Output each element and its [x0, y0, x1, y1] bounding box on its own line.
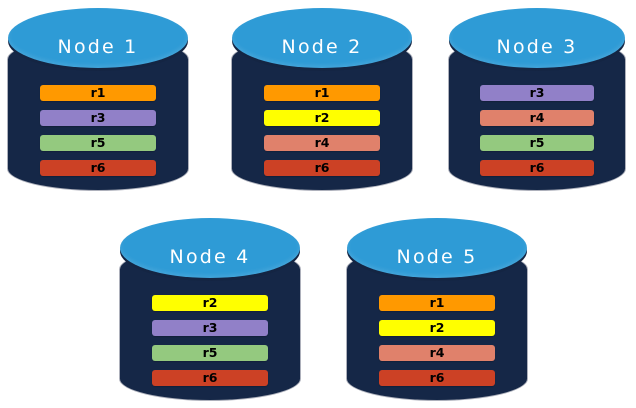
replica-label: r6 [529, 160, 545, 175]
replica-bar[interactable]: r3 [40, 110, 156, 126]
replica-bar[interactable]: r6 [152, 370, 268, 386]
replica-label: r2 [202, 295, 218, 310]
cylinder-top-ellipse [120, 218, 300, 278]
replica-label: r1 [90, 85, 106, 100]
replica-bar[interactable]: r3 [152, 320, 268, 336]
cylinder-top-ellipse [449, 8, 625, 68]
replica-label: r6 [90, 160, 106, 175]
replica-label: r3 [202, 320, 218, 335]
cylinder-top-ellipse [347, 218, 527, 278]
node-label: Node 4 [169, 246, 251, 268]
replica-bar[interactable]: r6 [379, 370, 495, 386]
replica-label: r1 [314, 85, 330, 100]
database-node-2[interactable]: Node 2 r1 r2 r4 r6 [232, 8, 412, 190]
replica-bar[interactable]: r6 [40, 160, 156, 176]
replica-stack: r3 r4 r5 r6 [480, 85, 594, 176]
replica-bar[interactable]: r5 [152, 345, 268, 361]
replica-bar[interactable]: r4 [379, 345, 495, 361]
replica-label: r6 [202, 370, 218, 385]
replica-stack: r2 r3 r5 r6 [152, 295, 268, 386]
replica-label: r5 [202, 345, 218, 360]
replica-bar[interactable]: r6 [480, 160, 594, 176]
replica-label: r4 [314, 135, 330, 150]
replica-bar[interactable]: r2 [379, 320, 495, 336]
node-label: Node 2 [281, 36, 363, 58]
replica-label: r2 [429, 320, 445, 335]
replica-bar[interactable]: r4 [264, 135, 380, 151]
replica-label: r2 [314, 110, 330, 125]
replica-label: r1 [429, 295, 445, 310]
replica-bar[interactable]: r2 [152, 295, 268, 311]
replica-stack: r1 r2 r4 r6 [264, 85, 380, 176]
database-node-1[interactable]: Node 1 r1 r3 r5 r6 [8, 8, 188, 190]
node-label: Node 5 [396, 246, 478, 268]
database-node-4[interactable]: Node 4 r2 r3 r5 r6 [120, 218, 300, 400]
cylinder-top-ellipse [8, 8, 188, 68]
replica-bar[interactable]: r1 [264, 85, 380, 101]
replica-bar[interactable]: r5 [480, 135, 594, 151]
cylinder-top-ellipse [232, 8, 412, 68]
replica-bar[interactable]: r1 [40, 85, 156, 101]
replica-label: r3 [529, 85, 545, 100]
replica-stack: r1 r2 r4 r6 [379, 295, 495, 386]
replica-label: r4 [429, 345, 445, 360]
replica-label: r6 [429, 370, 445, 385]
replica-label: r5 [90, 135, 106, 150]
replica-bar[interactable]: r4 [480, 110, 594, 126]
replica-bar[interactable]: r3 [480, 85, 594, 101]
replica-bar[interactable]: r6 [264, 160, 380, 176]
replica-label: r5 [529, 135, 545, 150]
replica-label: r6 [314, 160, 330, 175]
node-label: Node 3 [496, 36, 578, 58]
database-node-5[interactable]: Node 5 r1 r2 r4 r6 [347, 218, 527, 400]
node-label: Node 1 [57, 36, 139, 58]
database-node-3[interactable]: Node 3 r3 r4 r5 r6 [449, 8, 625, 190]
replica-bar[interactable]: r5 [40, 135, 156, 151]
replica-bar[interactable]: r2 [264, 110, 380, 126]
replica-bar[interactable]: r1 [379, 295, 495, 311]
replica-stack: r1 r3 r5 r6 [40, 85, 156, 176]
replica-label: r4 [529, 110, 545, 125]
replica-label: r3 [90, 110, 106, 125]
